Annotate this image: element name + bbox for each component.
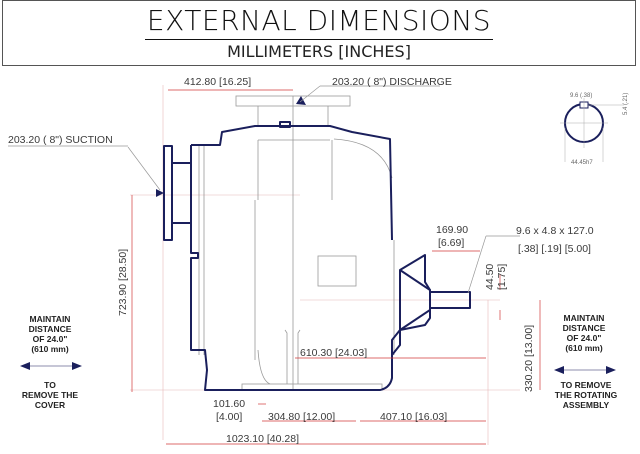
key-width-label: 9.6 (.38) (570, 93, 593, 99)
shaft-extension-in: [6.69] (438, 237, 465, 249)
base-offset-mm: 101.60 (213, 398, 246, 410)
discharge-callout: 203.20 ( 8") DISCHARGE (332, 76, 452, 88)
base-offset-in: [4.00] (216, 411, 243, 423)
note-line: THE ROTATING (554, 390, 618, 400)
note-line: COVER (34, 400, 66, 410)
keyway-callout-mm: 9.6 x 4.8 x 127.0 (516, 225, 594, 237)
right-clearance-purpose: TO REMOVE THE ROTATING ASSEMBLY (546, 380, 626, 410)
left-clearance-note: MAINTAIN DISTANCE OF 24.0" (610 mm) (14, 314, 86, 354)
note-line: DISTANCE (28, 324, 72, 334)
note-line: MAINTAIN (29, 314, 71, 324)
page-title: EXTERNAL DIMENSIONS (144, 4, 494, 40)
shaft-diameter-mm: 44.50 (484, 263, 496, 290)
base-to-shaft-dimension: 407.10 [16.03] (380, 411, 448, 423)
keyway-callout-in: [.38] [.19] [5.00] (518, 243, 591, 255)
left-clearance-purpose: TO REMOVE THE COVER (10, 380, 90, 410)
overall-height-dimension: 723.90 [28.50] (117, 248, 129, 316)
note-line: MAINTAIN (563, 313, 605, 323)
shaft-fit-label: 44.45h7 (571, 160, 593, 166)
top-width-dimension: 412.80 [16.25] (184, 76, 252, 88)
suction-callout: 203.20 ( 8") SUCTION (8, 134, 113, 146)
note-line: REMOVE THE (21, 390, 79, 400)
note-line: (610 mm) (565, 343, 603, 353)
base-span-dimension: 304.80 [12.00] (268, 411, 336, 423)
note-line: (610 mm) (31, 344, 69, 354)
note-line: OF 24.0" (566, 333, 602, 343)
center-to-shaft-dimension: 610.30 [24.03] (300, 347, 368, 359)
key-depth-label: 5.4 (.21) (623, 92, 629, 115)
note-line: OF 24.0" (32, 334, 68, 344)
shaft-diameter-in: [1.75] (496, 263, 508, 290)
note-line: DISTANCE (562, 323, 606, 333)
title-box: EXTERNAL DIMENSIONS MILLIMETERS [INCHES] (2, 0, 636, 66)
shaft-height-dimension: 330.20 [13.00] (523, 324, 535, 392)
overall-length-dimension: 1023.10 [40.28] (226, 433, 299, 445)
note-line: ASSEMBLY (562, 400, 610, 410)
note-line: TO REMOVE (560, 380, 612, 390)
right-clearance-note: MAINTAIN DISTANCE OF 24.0" (610 mm) (548, 313, 620, 353)
shaft-extension-mm: 169.90 (436, 224, 469, 236)
note-line: TO (44, 380, 56, 390)
page-subtitle: MILLIMETERS [INCHES] (227, 42, 411, 61)
